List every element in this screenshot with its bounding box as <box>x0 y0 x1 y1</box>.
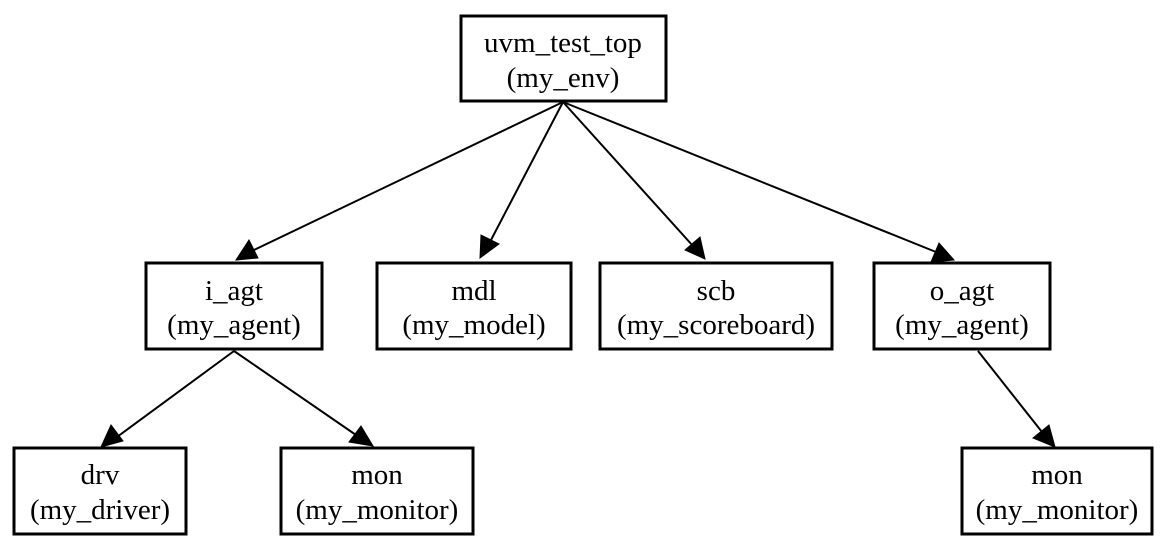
node-type: (my_env) <box>507 62 620 94</box>
node-o_agt: o_agt (my_agent) <box>872 261 1052 351</box>
nodes: uvm_test_top (my_env) i_agt (my_agent) m… <box>12 14 1154 536</box>
node-i_mon: mon (my_monitor) <box>279 446 475 536</box>
arrowhead-icon <box>235 238 259 261</box>
node-box <box>375 261 573 351</box>
node-type: (my_scoreboard) <box>617 309 815 341</box>
node-type: (my_agent) <box>167 309 301 341</box>
node-drv: drv (my_driver) <box>12 446 188 536</box>
edge-line <box>490 101 564 241</box>
edge-line <box>116 350 235 438</box>
node-name: mdl <box>451 275 496 307</box>
node-mdl: mdl (my_model) <box>375 261 573 351</box>
edges <box>100 101 1056 448</box>
node-box <box>279 446 475 536</box>
node-type: (my_monitor) <box>296 494 459 526</box>
node-scb: scb (my_scoreboard) <box>598 261 834 351</box>
node-box <box>144 261 324 351</box>
edge-uvm_test_top-to-i_agt <box>235 101 564 261</box>
arrowhead-icon <box>684 236 706 260</box>
node-box <box>960 446 1154 536</box>
edge-o_agt-to-o_mon <box>977 350 1056 448</box>
edge-i_agt-to-i_mon <box>233 350 374 447</box>
node-type: (my_monitor) <box>976 494 1139 526</box>
edge-line <box>253 101 564 251</box>
node-box <box>598 261 834 351</box>
node-box <box>12 446 188 536</box>
node-o_mon: mon (my_monitor) <box>960 446 1154 536</box>
node-uvm_test_top: uvm_test_top (my_env) <box>459 14 668 103</box>
node-name: scb <box>697 275 736 307</box>
node-name: mon <box>351 459 403 491</box>
node-name: i_agt <box>205 275 263 307</box>
arrowhead-icon <box>348 425 374 447</box>
edge-line <box>562 101 937 253</box>
edge-line <box>977 350 1043 433</box>
node-name: uvm_test_top <box>484 27 642 59</box>
node-name: drv <box>81 459 120 491</box>
edge-i_agt-to-drv <box>100 350 235 448</box>
node-type: (my_model) <box>402 309 545 341</box>
edge-uvm_test_top-to-o_agt <box>562 101 956 263</box>
arrowhead-icon <box>930 242 956 263</box>
arrowhead-icon <box>100 424 124 448</box>
node-i_agt: i_agt (my_agent) <box>144 261 324 351</box>
arrowhead-icon <box>479 234 500 260</box>
node-type: (my_agent) <box>895 309 1029 341</box>
node-name: mon <box>1031 459 1083 491</box>
node-box <box>459 14 668 103</box>
edge-line <box>233 350 357 436</box>
edge-line <box>562 101 694 247</box>
node-name: o_agt <box>930 275 994 307</box>
edge-uvm_test_top-to-mdl <box>479 101 564 260</box>
node-type: (my_driver) <box>30 494 170 526</box>
arrowhead-icon <box>1032 424 1056 448</box>
node-box <box>872 261 1052 351</box>
edge-uvm_test_top-to-scb <box>562 101 706 260</box>
